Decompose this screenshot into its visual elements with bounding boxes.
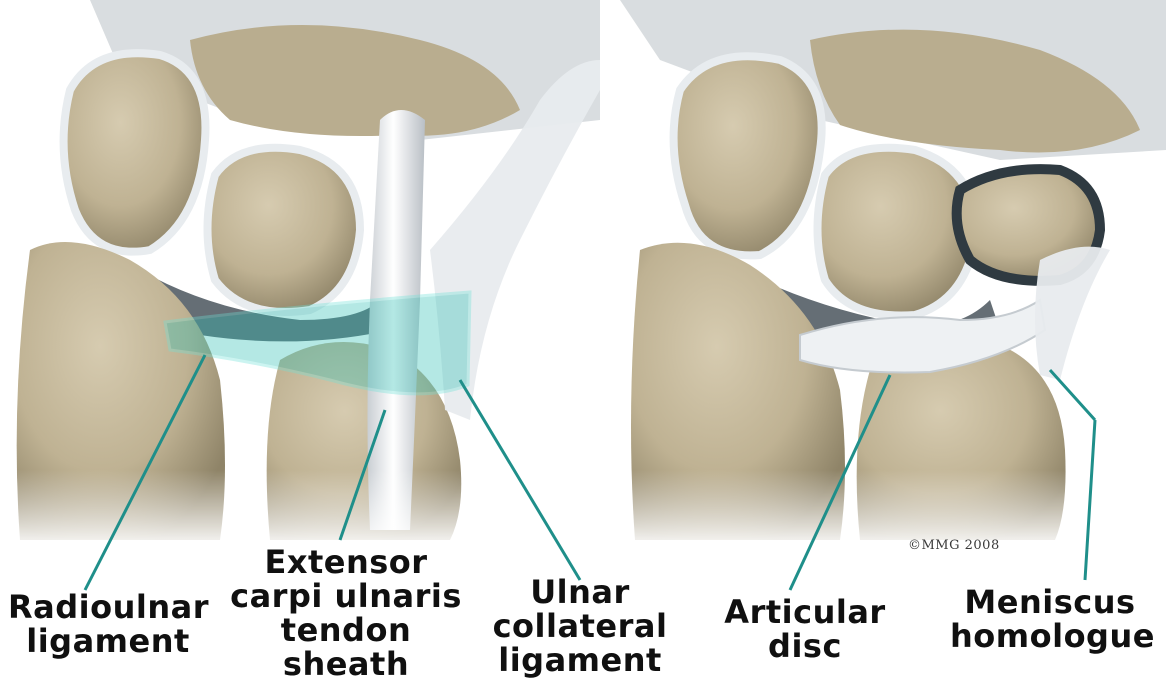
carpal-bone-right-top — [674, 56, 822, 255]
carpal-bone-right-center — [818, 148, 976, 316]
carpal-bone-left-center — [208, 148, 361, 312]
panel-divider — [600, 0, 618, 540]
copyright-notice: ©MMG 2008 — [908, 538, 1000, 553]
label-meniscus-homologue: Meniscus homologue — [950, 585, 1150, 653]
label-extensor-carpi-ulnaris-tendon-sheath: Extensor carpi ulnaris tendon sheath — [226, 545, 466, 681]
right-panel-artwork — [600, 0, 1166, 550]
left-panel-artwork — [0, 0, 600, 550]
carpal-bone-left-top — [64, 53, 206, 251]
label-articular-disc: Articular disc — [715, 595, 895, 663]
meniscus-homologue-shape — [1035, 247, 1110, 380]
label-radioulnar-ligament: Radioulnar ligament — [8, 590, 208, 658]
label-ulnar-collateral-ligament: Ulnar collateral ligament — [480, 575, 680, 677]
